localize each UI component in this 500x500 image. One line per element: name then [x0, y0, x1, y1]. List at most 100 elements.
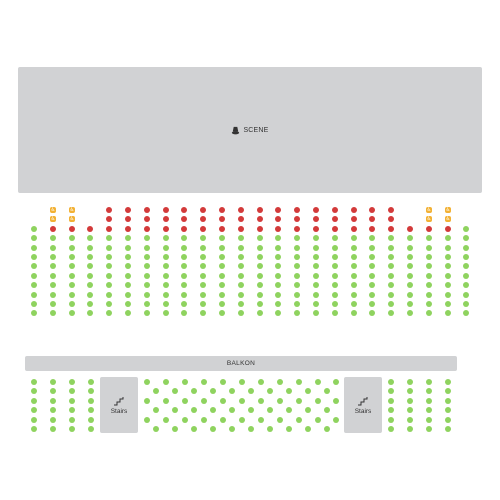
seat-available[interactable] [388, 235, 394, 242]
seat-available[interactable] [294, 254, 300, 260]
seat-available[interactable] [333, 379, 339, 385]
seat-available[interactable] [351, 301, 357, 307]
seat-available[interactable] [351, 244, 357, 251]
seat-available[interactable] [153, 426, 159, 432]
seat-available[interactable] [238, 244, 244, 251]
seat-available[interactable] [257, 244, 263, 251]
seat-available[interactable] [87, 254, 93, 260]
seat-available[interactable] [426, 388, 432, 395]
seat-available[interactable] [426, 282, 432, 289]
seat-available[interactable] [69, 379, 75, 385]
seat-available[interactable] [106, 263, 112, 270]
seat-available[interactable] [31, 397, 37, 404]
seat-available[interactable] [426, 407, 432, 414]
seat-available[interactable] [257, 282, 263, 289]
seat-available[interactable] [275, 263, 281, 270]
seat-available[interactable] [50, 263, 56, 270]
seat-available[interactable] [88, 397, 94, 404]
seat-available[interactable] [31, 263, 37, 270]
seat-available[interactable] [191, 388, 197, 395]
seat-available[interactable] [333, 416, 339, 423]
seat-available[interactable] [69, 407, 75, 414]
seat-available[interactable] [407, 272, 413, 279]
seat-available[interactable] [351, 254, 357, 260]
seat-available[interactable] [445, 235, 451, 242]
seat-available[interactable] [31, 301, 37, 307]
seat-available[interactable] [426, 235, 432, 242]
seat-available[interactable] [125, 263, 131, 270]
seat-available[interactable] [463, 235, 469, 242]
seat-available[interactable] [69, 291, 75, 298]
seat-available[interactable] [163, 416, 169, 423]
seat-available[interactable] [210, 426, 216, 432]
seat-available[interactable] [31, 282, 37, 289]
seat-available[interactable] [106, 291, 112, 298]
seat-available[interactable] [426, 254, 432, 260]
seat-available[interactable] [50, 426, 56, 432]
seat-wheelchair[interactable]: ♿ [426, 216, 432, 223]
seat-available[interactable] [369, 301, 375, 307]
seat-available[interactable] [191, 426, 197, 432]
seat-available[interactable] [144, 301, 150, 307]
seat-available[interactable] [407, 254, 413, 260]
seat-available[interactable] [313, 235, 319, 242]
seat-available[interactable] [50, 416, 56, 423]
seat-available[interactable] [275, 282, 281, 289]
seat-available[interactable] [238, 310, 244, 317]
seat-available[interactable] [294, 244, 300, 251]
seat-available[interactable] [69, 301, 75, 307]
seat-available[interactable] [388, 282, 394, 289]
seat-available[interactable] [106, 244, 112, 251]
seat-available[interactable] [445, 416, 451, 423]
seat-available[interactable] [238, 272, 244, 279]
seat-available[interactable] [219, 301, 225, 307]
seat-available[interactable] [50, 379, 56, 385]
seat-available[interactable] [315, 397, 321, 404]
seat-available[interactable] [88, 416, 94, 423]
seat-available[interactable] [229, 388, 235, 395]
seat-available[interactable] [200, 310, 206, 317]
seat-available[interactable] [294, 272, 300, 279]
seat-available[interactable] [153, 388, 159, 395]
seat-available[interactable] [31, 272, 37, 279]
seat-available[interactable] [144, 272, 150, 279]
seat-available[interactable] [275, 272, 281, 279]
seat-available[interactable] [50, 235, 56, 242]
seat-available[interactable] [50, 310, 56, 317]
seat-available[interactable] [182, 379, 188, 385]
seat-available[interactable] [220, 379, 226, 385]
seat-available[interactable] [50, 291, 56, 298]
seat-available[interactable] [153, 407, 159, 414]
seat-available[interactable] [50, 388, 56, 395]
seat-available[interactable] [69, 388, 75, 395]
seat-available[interactable] [31, 407, 37, 414]
seat-available[interactable] [50, 272, 56, 279]
seat-available[interactable] [172, 388, 178, 395]
seat-available[interactable] [286, 407, 292, 414]
seat-available[interactable] [294, 301, 300, 307]
seat-available[interactable] [239, 416, 245, 423]
seat-available[interactable] [324, 426, 330, 432]
seat-available[interactable] [445, 301, 451, 307]
seat-available[interactable] [163, 235, 169, 242]
seat-available[interactable] [388, 388, 394, 395]
seat-available[interactable] [87, 263, 93, 270]
seat-available[interactable] [369, 244, 375, 251]
seat-available[interactable] [351, 291, 357, 298]
seat-available[interactable] [369, 310, 375, 317]
seat-available[interactable] [388, 291, 394, 298]
seat-available[interactable] [426, 291, 432, 298]
seat-available[interactable] [388, 244, 394, 251]
seat-available[interactable] [125, 272, 131, 279]
seat-available[interactable] [463, 254, 469, 260]
seat-available[interactable] [87, 291, 93, 298]
seat-available[interactable] [69, 244, 75, 251]
seat-available[interactable] [106, 282, 112, 289]
seat-available[interactable] [200, 254, 206, 260]
seat-available[interactable] [31, 426, 37, 432]
seat-available[interactable] [445, 244, 451, 251]
seat-available[interactable] [87, 301, 93, 307]
seat-available[interactable] [267, 407, 273, 414]
seat-available[interactable] [144, 254, 150, 260]
seat-available[interactable] [257, 235, 263, 242]
